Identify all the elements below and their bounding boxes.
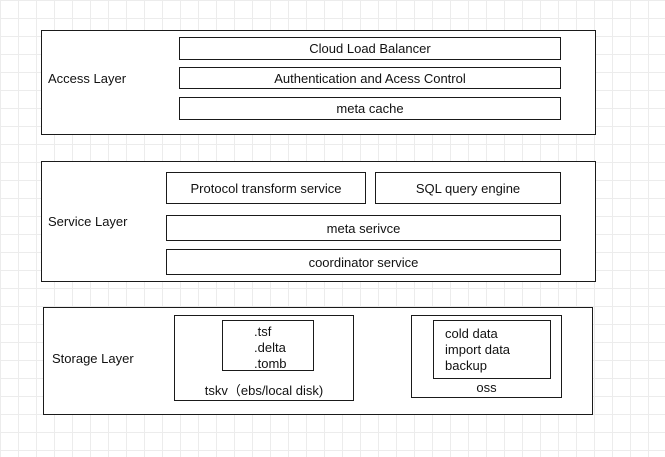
service-layer-label: Service Layer [48, 214, 128, 229]
oss-label: oss [476, 380, 497, 395]
tskv-files: .tsf .delta .tomb [222, 320, 314, 371]
coordinator-service: coordinator service [166, 249, 561, 275]
cloud-load-balancer: Cloud Load Balancer [179, 37, 561, 60]
meta-service: meta serivce [166, 215, 561, 241]
oss-items: cold data import data backup [433, 320, 551, 379]
storage-layer-label: Storage Layer [52, 351, 134, 366]
tskv-label: tskv（ebs/local disk) [204, 383, 324, 398]
cold-data-item: cold data [445, 326, 498, 341]
delta-file: .delta [254, 340, 286, 355]
sql-query-engine: SQL query engine [375, 172, 561, 204]
tomb-file: .tomb [254, 356, 287, 371]
access-layer-label: Access Layer [48, 71, 127, 86]
meta-cache: meta cache [179, 97, 561, 120]
authentication-access-control: Authentication and Acess Control [179, 67, 561, 89]
protocol-transform-service: Protocol transform service [166, 172, 366, 204]
import-data-item: import data [445, 342, 511, 357]
tsf-file: .tsf [254, 324, 272, 339]
backup-item: backup [445, 358, 487, 373]
